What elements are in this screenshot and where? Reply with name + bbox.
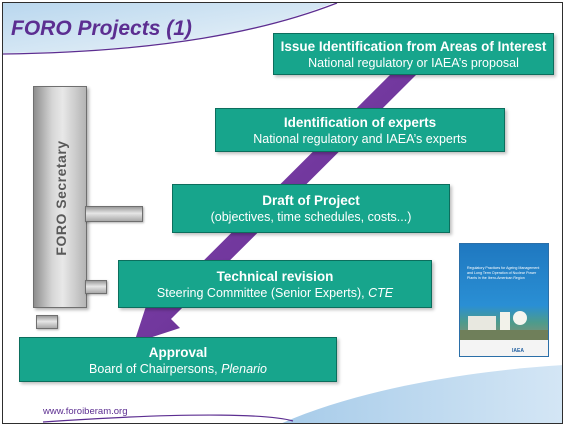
step-draft-project: Draft of Project (objectives, time sched… xyxy=(172,184,450,233)
step-approval-heading: Approval xyxy=(148,345,208,360)
step-technical-revision: Technical revision Steering Committee (S… xyxy=(118,260,432,308)
document-cover-art: IAEA xyxy=(460,311,548,356)
step-draft-project-detail: (objectives, time schedules, costs...) xyxy=(210,210,412,224)
step-identification-experts-detail: National regulatory and IAEA’s experts xyxy=(253,132,467,146)
step-draft-project-heading: Draft of Project xyxy=(262,193,360,208)
connector-bar-2 xyxy=(85,280,107,294)
step-issue-identification: Issue Identification from Areas of Inter… xyxy=(273,33,554,75)
connector-bar-3 xyxy=(36,315,58,329)
step-approval-detail: Board of Chairpersons, Plenario xyxy=(89,362,267,376)
footer-url: www.foroiberam.org xyxy=(43,406,128,417)
step-approval: Approval Board of Chairpersons, Plenario xyxy=(19,337,337,382)
slide-title: FORO Projects (1) xyxy=(11,17,192,40)
bottom-swoosh-line xyxy=(42,414,294,423)
step-technical-revision-detail-italic: CTE xyxy=(368,286,394,300)
top-swoosh-line xyxy=(3,3,338,55)
step-identification-experts-heading: Identification of experts xyxy=(283,115,437,130)
step-identification-experts: Identification of experts National regul… xyxy=(215,108,505,152)
step-technical-revision-heading: Technical revision xyxy=(216,269,334,284)
document-cover-title: Regulatory Practices for Ageing Manageme… xyxy=(467,266,540,280)
bottom-swoosh-shape xyxy=(282,365,562,423)
step-approval-detail-italic: Plenario xyxy=(221,362,267,376)
iaea-logo: IAEA xyxy=(512,348,524,354)
step-issue-identification-detail: National regulatory or IAEA’s proposal xyxy=(308,56,519,70)
connector-bar-1 xyxy=(85,206,143,222)
step-technical-revision-detail: Steering Committee (Senior Experts), CTE xyxy=(156,286,394,300)
foro-secretary-bar: FORO Secretary xyxy=(33,86,87,308)
top-swoosh-shape xyxy=(3,3,333,53)
foro-secretary-label: FORO Secretary xyxy=(53,140,69,256)
document-cover-image: Regulatory Practices for Ageing Manageme… xyxy=(459,243,549,357)
step-issue-identification-heading: Issue Identification from Areas of Inter… xyxy=(280,39,547,54)
